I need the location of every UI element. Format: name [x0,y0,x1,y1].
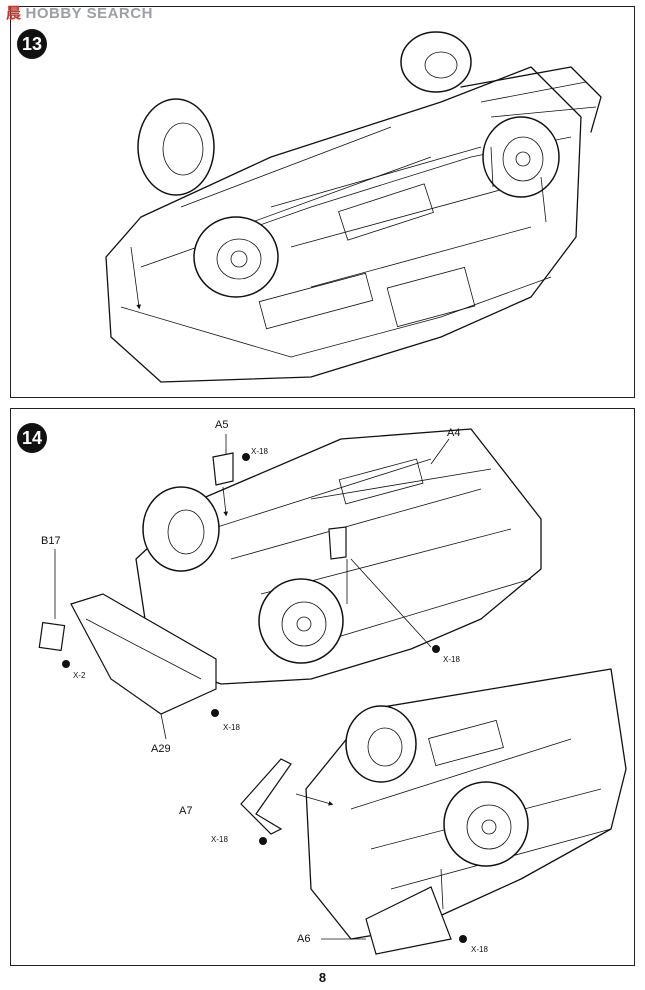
watermark-cn: 晨 [6,5,22,22]
label-a5: A5 [215,419,229,431]
step-13-drawing [105,31,602,383]
page-number: 8 [318,970,327,985]
label-a29-screw: X-18 [223,723,240,732]
label-center-screw: X-18 [443,655,460,664]
step-14-drawing [38,428,627,955]
watermark-brand: HOBBY SEARCH [25,5,153,22]
step-14-panel: 14 [10,408,635,966]
step-14-badge: 14 [17,423,47,453]
step-13-badge: 13 [17,29,47,59]
label-a29: A29 [151,743,171,755]
label-a6: A6 [297,933,311,945]
label-b17-screw: X-2 [73,671,86,680]
label-a7: A7 [179,805,193,817]
label-a5-screw: X-18 [251,447,268,456]
step-13-panel: 13 [10,6,635,398]
label-a7-screw: X-18 [211,835,228,844]
label-b17: B17 [41,535,61,547]
label-a4: A4 [447,427,461,439]
label-a6-screw: X-18 [471,945,488,954]
